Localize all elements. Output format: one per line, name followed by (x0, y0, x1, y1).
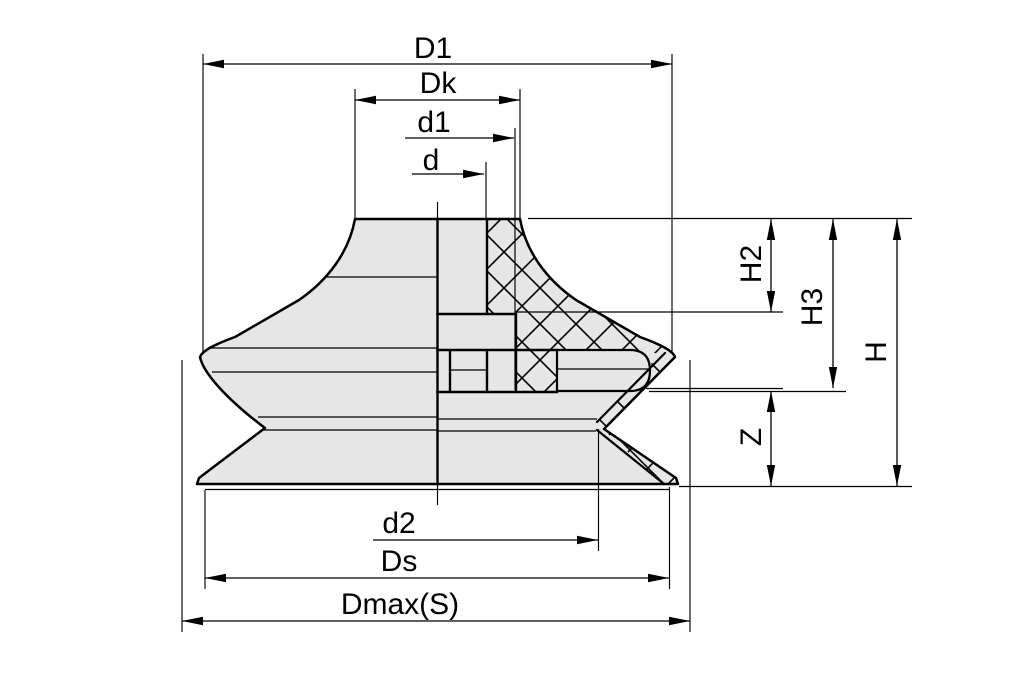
dim-Dk: Dk (355, 67, 520, 105)
dim-label-H: H (860, 341, 893, 363)
dim-label-d: d (423, 144, 440, 177)
hatch-strip (516, 350, 557, 392)
hatch-lower-fold-wall (597, 424, 678, 484)
arrow-down-icon (828, 367, 838, 388)
dim-label-Ds: Ds (381, 545, 418, 578)
fold-inner-wall-lines (595, 351, 667, 486)
arrow-down-icon (766, 291, 776, 312)
arrow-right-icon (493, 133, 514, 143)
dim-Dmax: Dmax(S) (182, 588, 690, 626)
arrow-right-icon (669, 616, 690, 626)
arrow-up-icon (892, 219, 902, 240)
arrow-left-icon (182, 616, 203, 626)
dim-label-H2: H2 (735, 245, 768, 283)
dim-label-Z: Z (735, 428, 768, 446)
arrow-right-icon (648, 573, 669, 583)
fold-contour-lines (205, 276, 670, 491)
dim-d: d (412, 144, 484, 179)
dim-label-d2: d2 (382, 507, 415, 540)
dim-H3: H3 (796, 219, 838, 388)
arrow-right-icon (499, 95, 520, 105)
dim-label-Dk: Dk (420, 67, 458, 100)
fitting-internal-lines (436, 217, 559, 394)
arrow-up-icon (828, 219, 838, 240)
arrow-right-icon (577, 535, 598, 545)
dim-label-Dmax: Dmax(S) (341, 588, 459, 621)
dim-d2: d2 (373, 507, 598, 545)
arrow-down-icon (766, 465, 776, 486)
dim-H2: H2 (735, 219, 776, 312)
arrow-left-icon (355, 95, 376, 105)
arrow-up-icon (766, 391, 776, 412)
dim-Z: Z (735, 391, 776, 486)
arrow-down-icon (892, 465, 902, 486)
hatch-trumpet (487, 219, 675, 357)
dim-label-D1: D1 (414, 32, 452, 65)
arrow-left-icon (203, 59, 224, 69)
suction-cup-section (195, 202, 680, 505)
dim-label-d1: d1 (417, 106, 450, 139)
arrow-right-icon (463, 169, 484, 179)
arrow-right-icon (651, 59, 672, 69)
dim-label-H3: H3 (796, 288, 829, 326)
dim-D1: D1 (203, 32, 672, 69)
dim-Ds: Ds (205, 545, 669, 583)
dim-d1: d1 (405, 106, 514, 143)
arrow-left-icon (205, 573, 226, 583)
extension-lines (181, 54, 912, 632)
bayonet-slot (555, 348, 652, 393)
arrow-up-icon (766, 219, 776, 240)
dim-H: H (860, 219, 902, 486)
